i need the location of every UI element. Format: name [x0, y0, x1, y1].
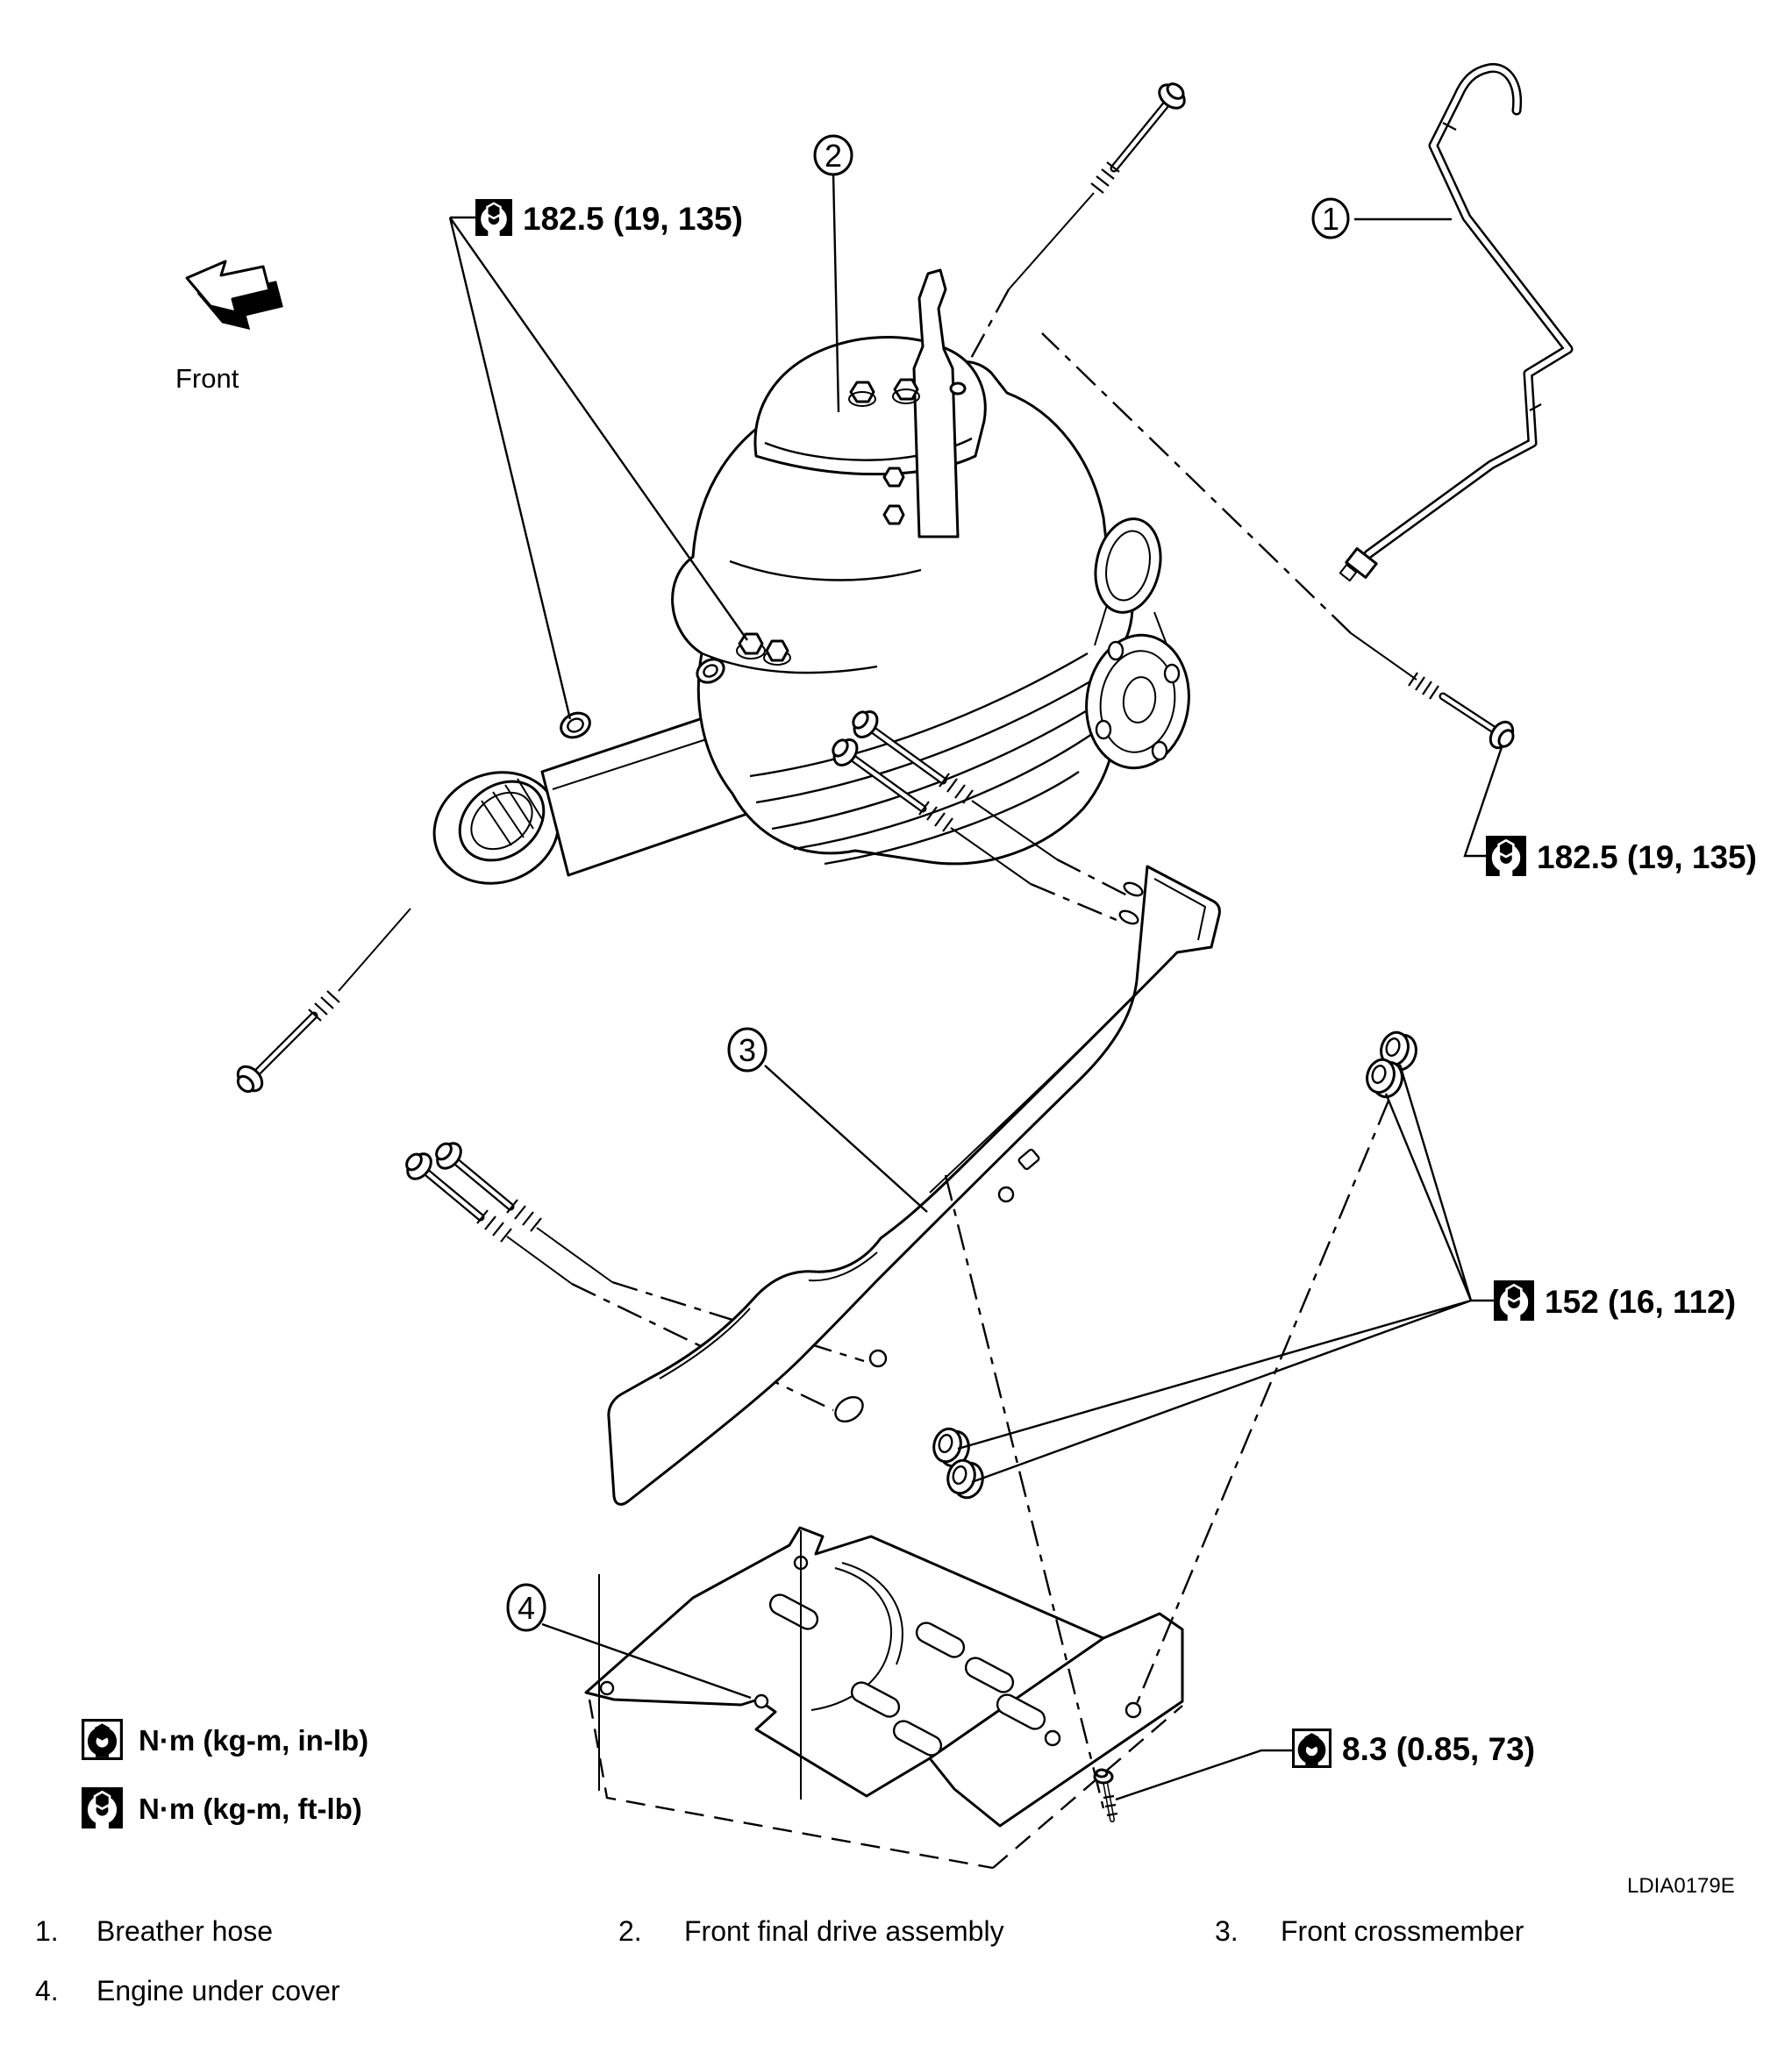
- callout-3: 3: [727, 1027, 767, 1073]
- crossmember-bolt-pair-lower: [405, 1142, 613, 1285]
- crossmember-oblong-hole: [834, 1395, 864, 1423]
- side-flange-ring: [1094, 517, 1162, 614]
- end-plate-hole: [1123, 881, 1144, 897]
- parts-list-name: Engine under cover: [96, 1975, 340, 2007]
- parts-list-name: Breather hose: [96, 1915, 273, 1947]
- crossmember-bolt-hole: [868, 1349, 888, 1368]
- wrench-ftlb-icon: [82, 1787, 123, 1828]
- wrench-ftlb-icon: [1486, 836, 1526, 876]
- front-crossmember: [607, 865, 1221, 1506]
- end-plate-hole: [1118, 909, 1139, 925]
- callout-1-number: 1: [1322, 201, 1339, 237]
- mount-bolt-right: [1350, 632, 1515, 750]
- hex-nut: [738, 632, 764, 655]
- parts-list-num: 4.: [35, 1975, 59, 2007]
- callout-4-number: 4: [518, 1590, 535, 1626]
- parts-list-num: 3.: [1215, 1915, 1239, 1947]
- torque-value: 182.5 (19, 135): [523, 201, 743, 237]
- hex-nut: [765, 639, 789, 662]
- torque-value: 182.5 (19, 135): [1537, 839, 1757, 875]
- leader-lines: [448, 172, 1503, 1801]
- legend-ftlb-label: N·m (kg-m, ft-lb): [139, 1793, 362, 1825]
- callout-1: 1: [1311, 197, 1350, 239]
- axle-tube-opening: [458, 780, 546, 862]
- bolt-axis-lines: [571, 289, 1352, 1412]
- wrench-inlb-icon: [1294, 1730, 1331, 1767]
- wrench-inlb-icon: [83, 1721, 122, 1759]
- callout-4: 4: [506, 1583, 546, 1632]
- torque-label-bottom: 8.3 (0.85, 73): [1294, 1730, 1535, 1767]
- torque-value: 152 (16, 112): [1545, 1284, 1736, 1320]
- crossmember-square-hole: [1017, 1148, 1040, 1171]
- torque-label-upper-left: 182.5 (19, 135): [475, 199, 743, 237]
- crossmember-washers: [932, 1030, 1417, 1500]
- crossmember-small-hole: [997, 1186, 1015, 1203]
- front-final-drive-assembly: [432, 268, 1190, 885]
- hose-end-connector: [1339, 547, 1378, 582]
- callout-2: 2: [813, 134, 853, 176]
- parts-list-num: 2.: [618, 1915, 642, 1947]
- mount-bracket: [912, 268, 960, 538]
- assembly-axis-lines: [944, 1100, 1390, 1809]
- engine-under-cover: [584, 1526, 1184, 1870]
- cover-bolts: [848, 378, 920, 525]
- parts-list-num: 1.: [35, 1915, 59, 1947]
- front-direction-arrow: Front: [175, 260, 283, 394]
- mount-bolt-top: [1008, 82, 1186, 290]
- wrench-ftlb-icon: [1494, 1280, 1534, 1321]
- wrench-ftlb-icon: [475, 199, 512, 236]
- axle-tube-bolt: [236, 908, 411, 1094]
- bracket-stud: [949, 381, 967, 396]
- callout-3-number: 3: [739, 1032, 756, 1068]
- figure-code: LDIA0179E: [1627, 1874, 1735, 1898]
- breather-hose: [1339, 62, 1574, 582]
- parts-list-name: Front final drive assembly: [684, 1915, 1004, 1947]
- callout-2-number: 2: [825, 138, 842, 174]
- torque-unit-legend: N·m (kg-m, in-lb) N·m (kg-m, ft-lb): [82, 1721, 368, 1828]
- parts-list: 1. Breather hose 2. Front final drive as…: [35, 1915, 1524, 2007]
- under-cover-slots: [768, 1593, 1046, 1757]
- torque-label-right: 182.5 (19, 135): [1486, 836, 1757, 876]
- front-label: Front: [175, 363, 239, 394]
- parts-list-name: Front crossmember: [1281, 1915, 1524, 1947]
- torque-label-lower-right: 152 (16, 112): [1494, 1280, 1736, 1321]
- legend-inlb-label: N·m (kg-m, in-lb): [139, 1724, 368, 1757]
- under-cover-screw: [1093, 1768, 1118, 1822]
- crossmember-bolt-pair-upper: [832, 710, 1058, 885]
- torque-value: 8.3 (0.85, 73): [1342, 1731, 1535, 1767]
